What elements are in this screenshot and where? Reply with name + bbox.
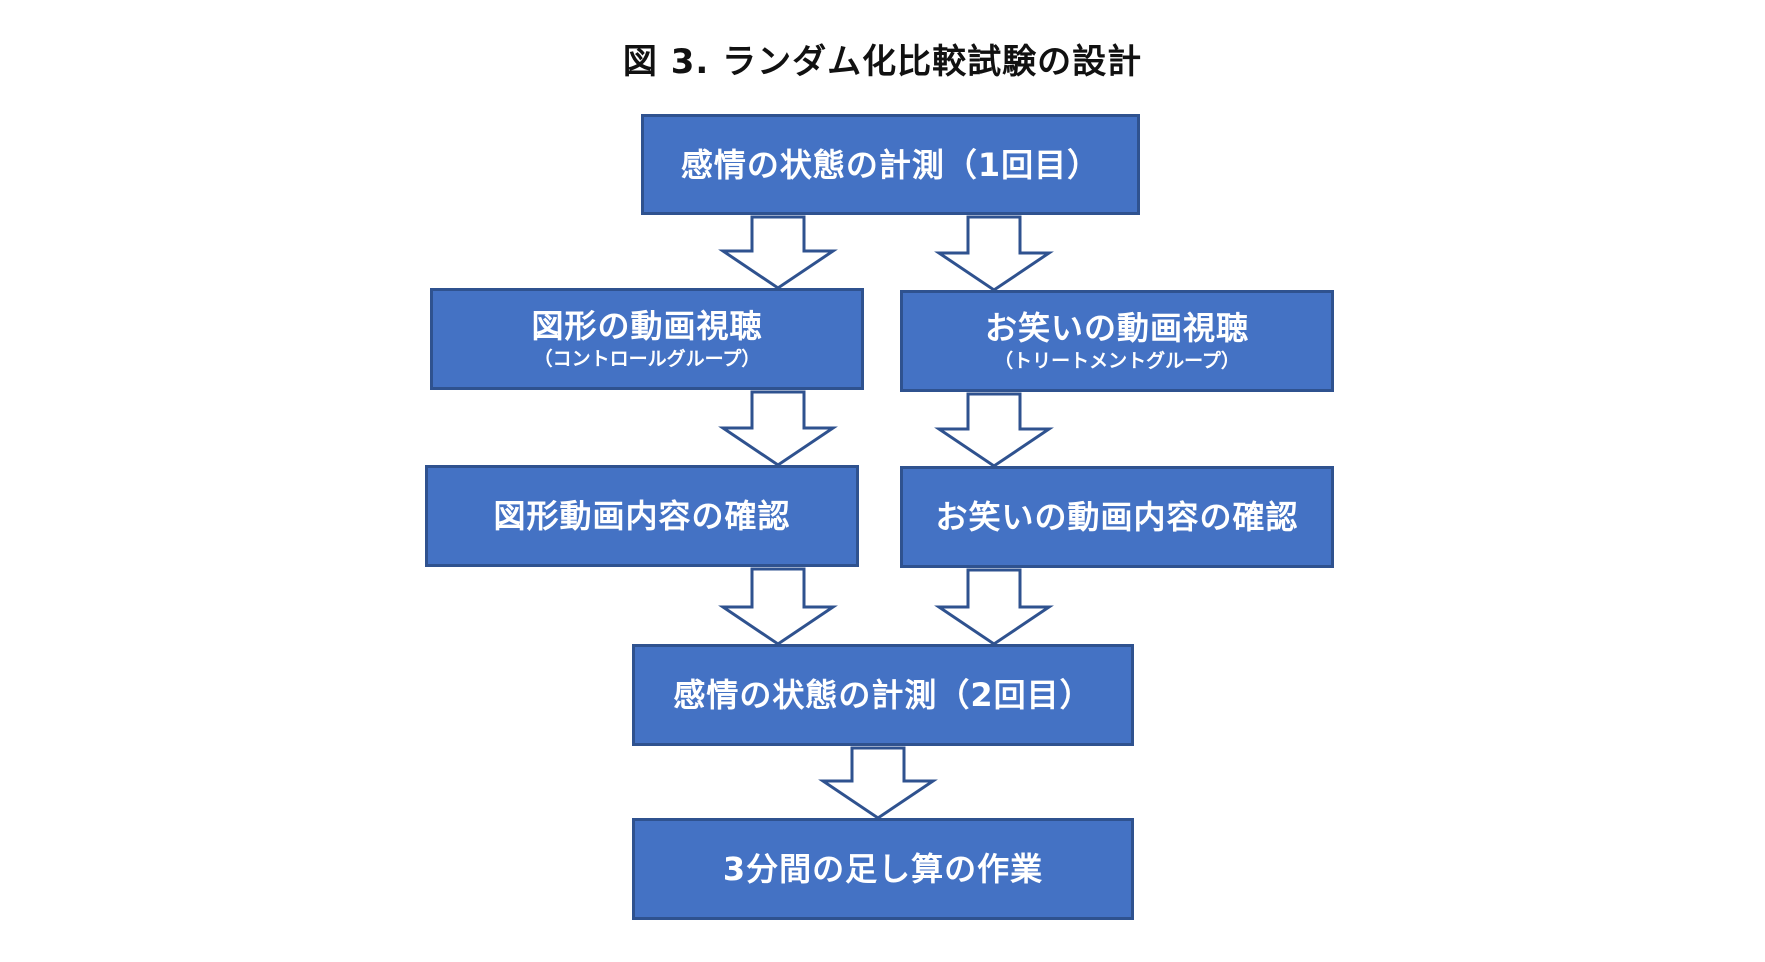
measure-emotion-1-box: 感情の状態の計測（1回目） <box>641 114 1140 215</box>
down-arrow-icon <box>718 567 838 646</box>
comedy-confirm-box: お笑いの動画内容の確認 <box>900 466 1334 568</box>
comedy-confirm-label: お笑いの動画内容の確認 <box>935 498 1299 536</box>
down-arrow-icon <box>818 746 938 820</box>
addition-task-label: 3分間の足し算の作業 <box>722 850 1044 888</box>
control-group-label: （コントロールグループ） <box>533 348 761 370</box>
shape-confirm-box: 図形動画内容の確認 <box>425 465 859 567</box>
down-arrow-icon <box>934 215 1054 292</box>
measure-emotion-1-label: 感情の状態の計測（1回目） <box>680 145 1101 184</box>
shape-confirm-label: 図形動画内容の確認 <box>493 497 791 535</box>
comedy-video-label: お笑いの動画視聴 <box>984 309 1249 347</box>
down-arrow-icon <box>934 392 1054 468</box>
measure-emotion-2-box: 感情の状態の計測（2回目） <box>632 644 1134 746</box>
down-arrow-icon <box>934 568 1054 646</box>
figure-title: 図 3. ランダム化比較試験の設計 <box>622 42 1143 82</box>
comedy-video-box: お笑いの動画視聴 （トリートメントグループ） <box>900 290 1334 392</box>
down-arrow-icon <box>718 215 838 290</box>
shape-video-label: 図形の動画視聴 <box>531 307 763 345</box>
shape-video-box: 図形の動画視聴 （コントロールグループ） <box>430 288 864 390</box>
down-arrow-icon <box>718 390 838 467</box>
addition-task-box: 3分間の足し算の作業 <box>632 818 1134 920</box>
treatment-group-label: （トリートメントグループ） <box>994 350 1240 372</box>
measure-emotion-2-label: 感情の状態の計測（2回目） <box>673 676 1093 714</box>
